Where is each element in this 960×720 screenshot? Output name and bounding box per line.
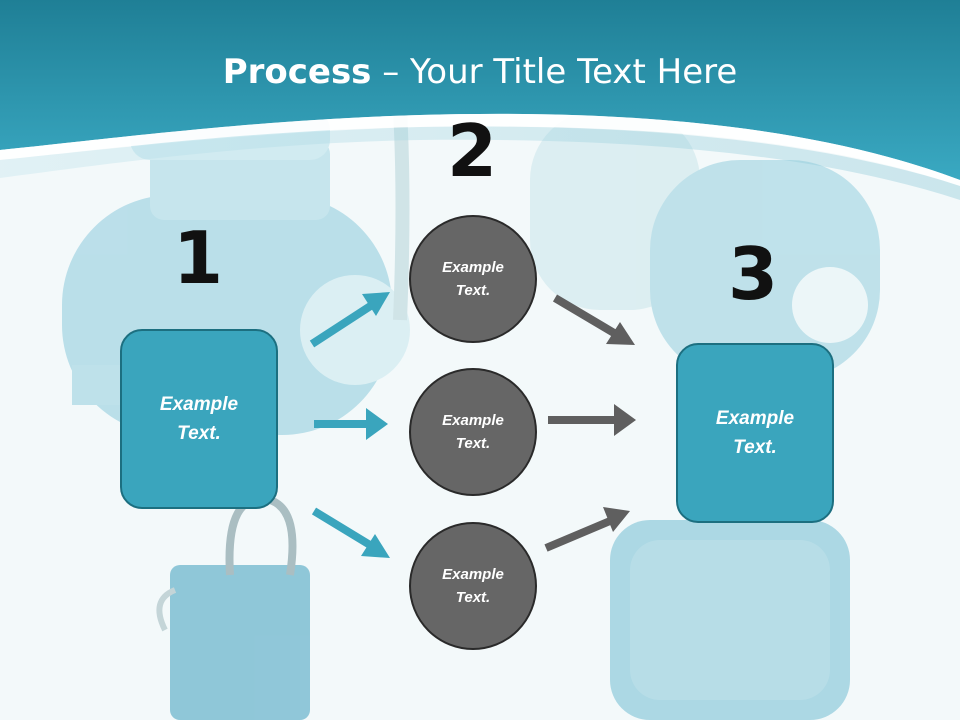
title-bold: Process [222, 52, 372, 92]
step-number-3: 3 [727, 232, 779, 316]
step-2-circle-middle[interactable]: Example Text. [409, 368, 537, 496]
page-title: Process – Your Title Text Here [0, 52, 960, 92]
step-2-text-middle: Example Text. [442, 412, 504, 452]
step-1-box[interactable]: Example Text. [120, 329, 278, 509]
step-2-circle-bottom[interactable]: Example Text. [409, 522, 537, 650]
step-3-text: Example Text. [715, 408, 795, 458]
step-2-circle-top[interactable]: Example Text. [409, 215, 537, 343]
step-1-text: Example Text. [159, 394, 239, 444]
pump-illustration-right [530, 110, 880, 720]
step-3-box[interactable]: Example Text. [676, 343, 834, 523]
step-2-text-bottom: Example Text. [442, 566, 504, 606]
title-rest: – Your Title Text Here [371, 52, 738, 92]
step-number-2: 2 [446, 109, 498, 193]
step-2-text-top: Example Text. [442, 259, 504, 299]
step-number-1: 1 [172, 216, 224, 300]
